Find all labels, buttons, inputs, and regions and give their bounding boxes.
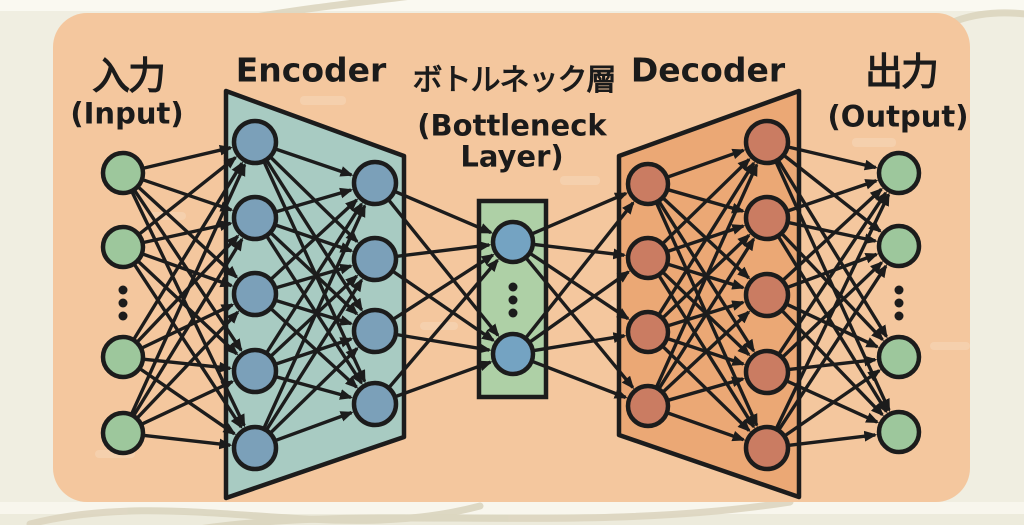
output-layer-ellipsis-dot — [894, 285, 904, 295]
input-layer-ellipsis-dot — [118, 298, 128, 308]
decoder-hidden-1-node — [625, 235, 671, 281]
output-layer-node — [876, 223, 922, 269]
bottleneck-layer-ellipsis-dot — [508, 282, 518, 292]
connection-arrows — [128, 144, 891, 450]
decoder-hidden-1-node — [625, 309, 671, 355]
encoder-hidden-2-node — [351, 307, 399, 355]
bottleneck-label-en-2: Layer) — [460, 139, 564, 174]
output-label-jp: 出力 — [864, 50, 939, 94]
input-layer-node — [100, 334, 146, 380]
decoder-hidden-2-node — [743, 271, 791, 319]
decoder-hidden-2-node — [743, 194, 791, 242]
bottleneck-label-jp: ボトルネック層 — [412, 63, 617, 98]
bottleneck-layer-ellipsis-dot — [508, 295, 518, 305]
input-label-en: (Input) — [70, 96, 184, 131]
input-label-jp: 入力 — [91, 54, 166, 98]
bottleneck-layer-node — [490, 219, 536, 265]
outer-top-strip — [0, 0, 1024, 11]
output-layer-node — [876, 150, 922, 196]
output-layer-node — [876, 334, 922, 380]
encoder-hidden-2-node — [351, 235, 399, 283]
nodes — [100, 118, 922, 472]
encoder-label: Encoder — [235, 50, 387, 90]
encoder-hidden-2-node — [351, 159, 399, 207]
encoder-hidden-1-node — [231, 347, 279, 395]
encoder-hidden-1-node — [231, 424, 279, 472]
decoder-hidden-2-node — [743, 424, 791, 472]
decoder-hidden-1-node — [625, 383, 671, 429]
decoder-hidden-2-node — [743, 348, 791, 396]
encoder-hidden-1-node — [231, 118, 279, 166]
bottleneck-label-en-1: (Bottleneck — [417, 108, 607, 143]
decoder-hidden-2-node — [743, 118, 791, 166]
input-layer-ellipsis-dot — [118, 311, 128, 321]
encoder-hidden-1-node — [231, 270, 279, 318]
input-layer-node — [100, 410, 146, 456]
output-layer-ellipsis-dot — [894, 311, 904, 321]
input-layer-node — [100, 224, 146, 270]
bottleneck-layer-ellipsis-dot — [508, 308, 518, 318]
output-label-en: (Output) — [827, 99, 969, 134]
encoder-hidden-1-node — [231, 194, 279, 242]
output-layer-ellipsis-dot — [894, 298, 904, 308]
input-layer-ellipsis-dot — [118, 285, 128, 295]
decoder-hidden-1-node — [625, 161, 671, 207]
bottleneck-layer-node — [490, 331, 536, 377]
decoder-label: Decoder — [630, 50, 786, 90]
encoder-hidden-2-node — [351, 380, 399, 428]
input-layer-node — [100, 150, 146, 196]
output-layer-node — [876, 409, 922, 455]
